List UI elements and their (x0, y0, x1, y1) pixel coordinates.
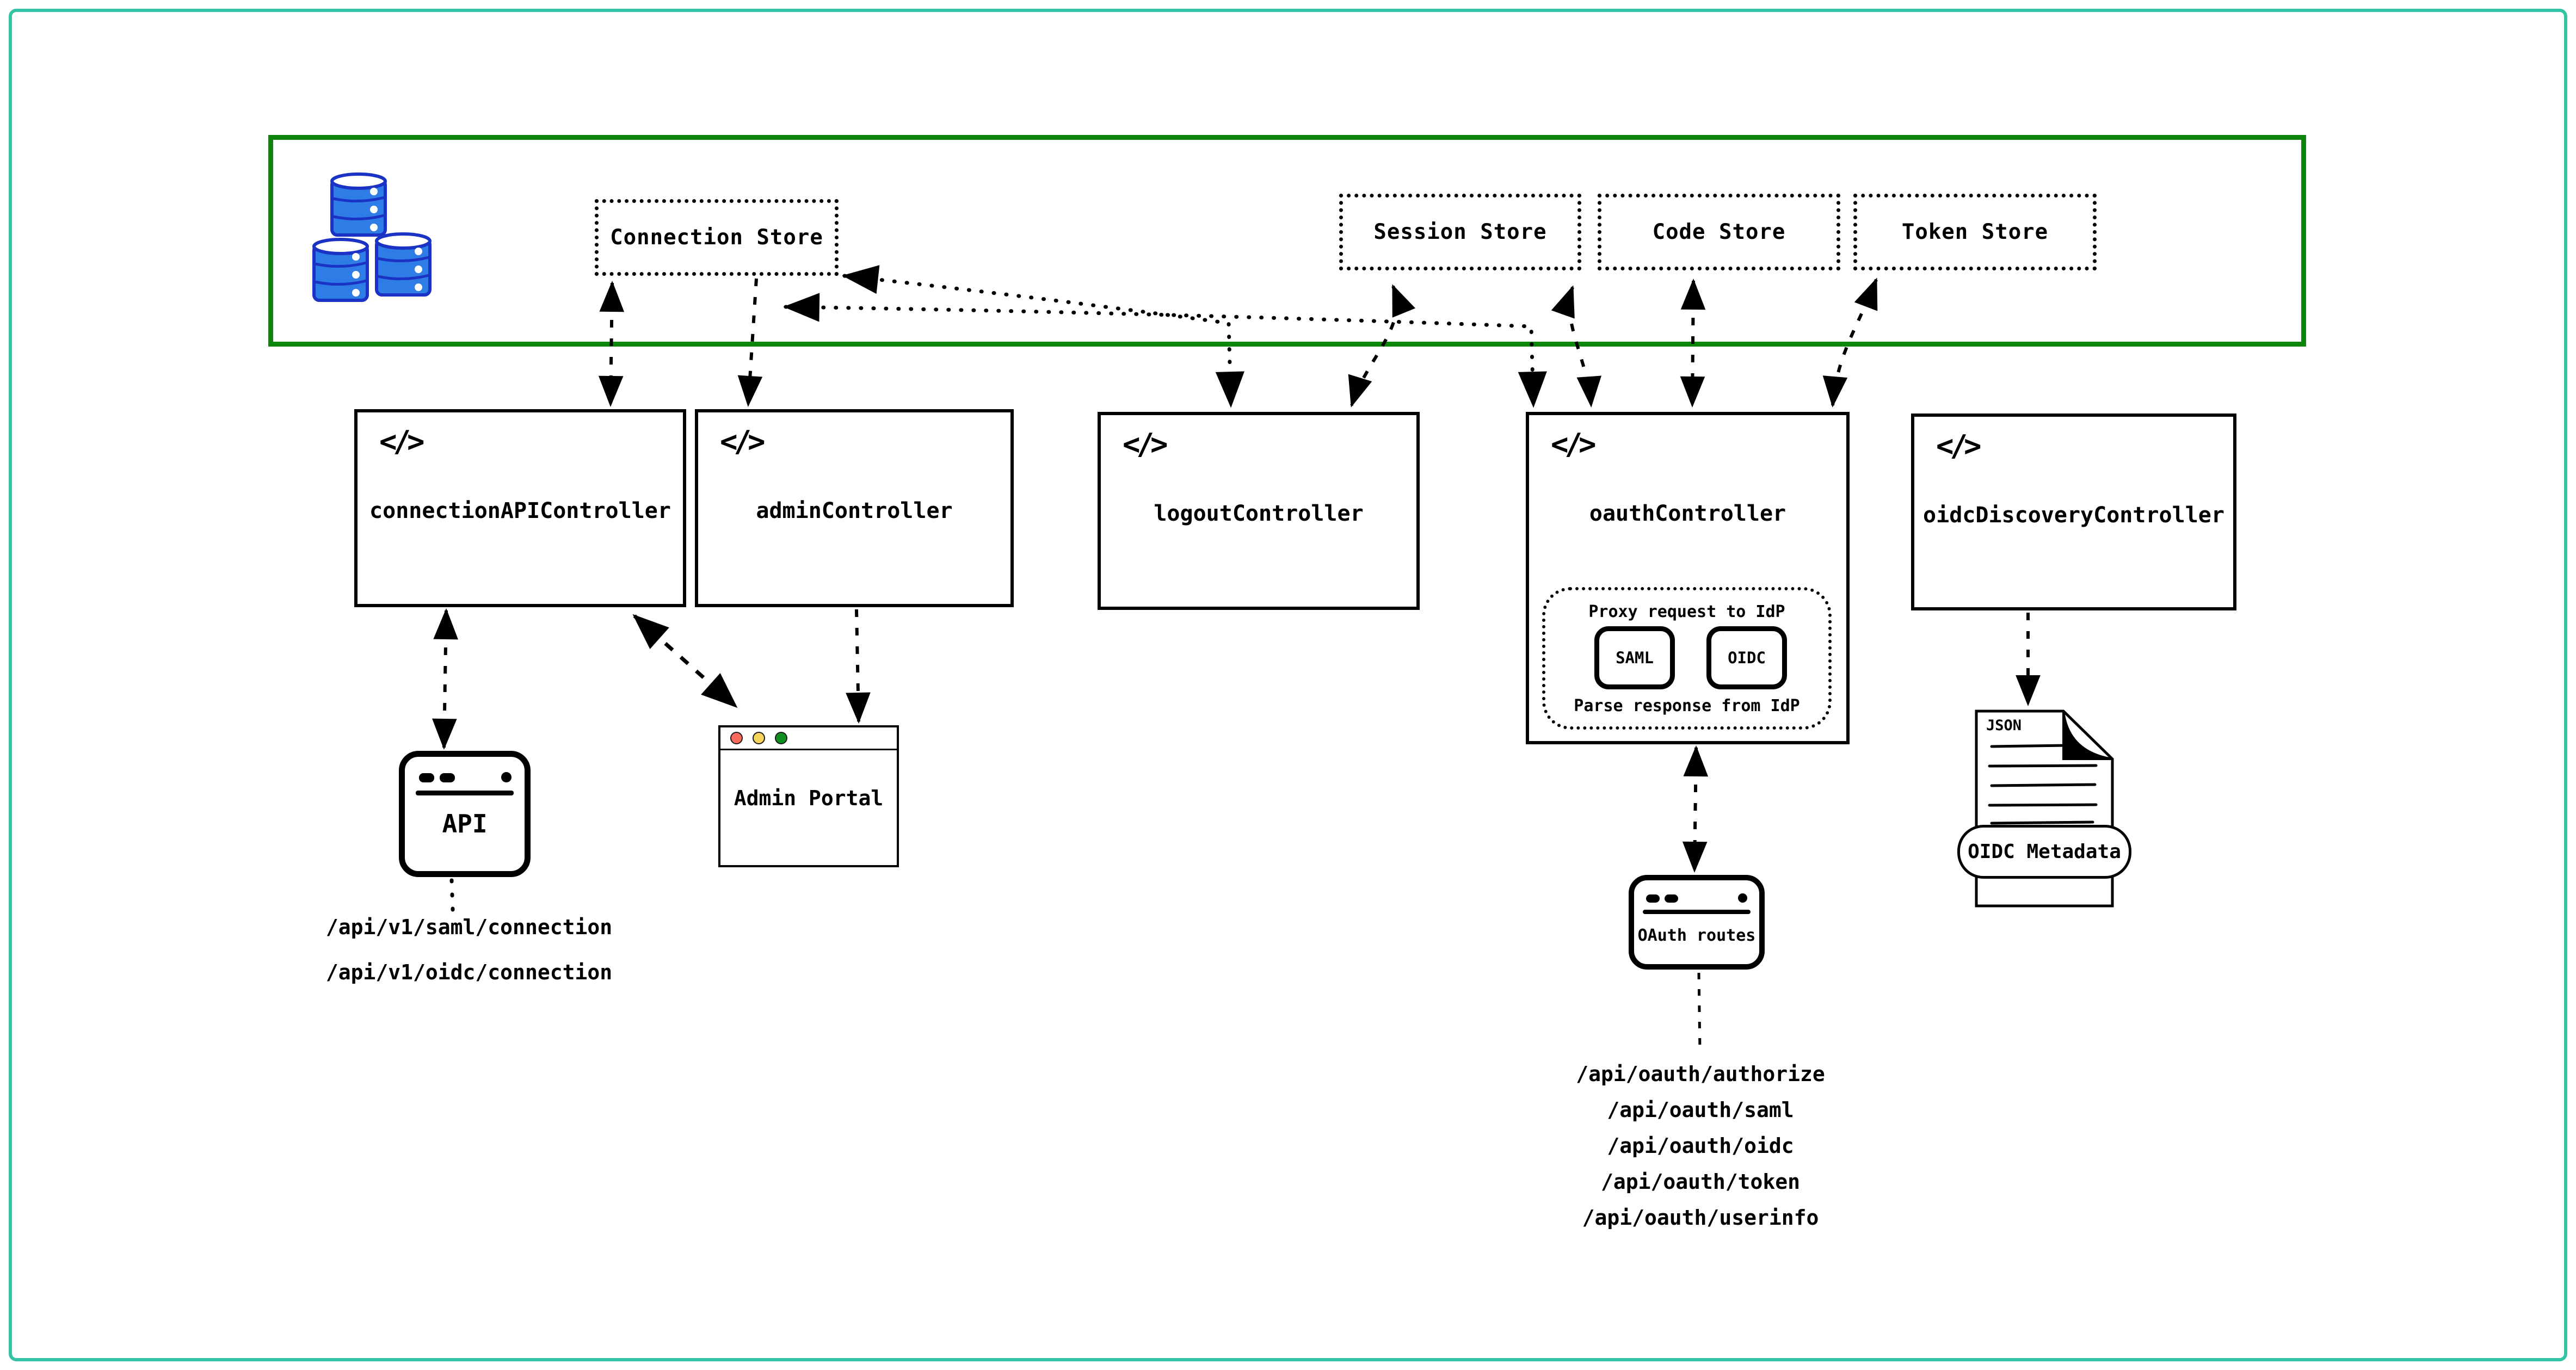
admin-portal-titlebar (720, 727, 897, 750)
token-store-label: Token Store (1901, 220, 2049, 244)
oidc-metadata-banner: OIDC Metadata (1957, 825, 2131, 879)
admin-controller-box: </> adminController (695, 409, 1014, 607)
connection-api-controller-box: </> connectionAPIController (354, 409, 686, 607)
route-item: /api/oauth/userinfo (1582, 1206, 1819, 1230)
oidc-metadata-label: OIDC Metadata (1968, 841, 2121, 863)
json-file-type-label: JSON (1986, 717, 2022, 734)
oidc-label: OIDC (1728, 649, 1766, 667)
idp-proxy-box: Proxy request to IdP SAML OIDC Parse res… (1542, 587, 1832, 730)
code-store-label: Code Store (1652, 220, 1786, 244)
route-item: /api/oauth/saml (1607, 1098, 1794, 1122)
code-icon: </> (1936, 429, 1982, 463)
session-store-label: Session Store (1373, 220, 1547, 244)
route-item: /api/v1/saml/connection (325, 915, 613, 939)
api-window-widget: API (399, 751, 531, 877)
window-pill-icon (1646, 894, 1660, 903)
close-dot-icon (730, 732, 743, 744)
saml-label: SAML (1616, 649, 1654, 667)
connection-store-label: Connection Store (610, 225, 823, 250)
admin-portal-label: Admin Portal (734, 786, 884, 810)
parse-response-label: Parse response from IdP (1574, 696, 1800, 715)
oauth-routes-widget-label: OAuth routes (1637, 926, 1756, 945)
route-item: /api/v1/oidc/connection (325, 960, 613, 984)
oauth-controller-label: oauthController (1589, 501, 1786, 526)
route-item: /api/oauth/authorize (1576, 1062, 1825, 1086)
logout-controller-box: </> logoutController (1098, 412, 1420, 610)
oidc-protocol-box: OIDC (1706, 626, 1787, 689)
oauth-routes-widget: OAuth routes (1629, 875, 1765, 970)
window-pill-icon (440, 773, 455, 782)
window-pill-icon (419, 773, 434, 782)
window-dot-icon (1738, 893, 1747, 903)
route-item: /api/oauth/token (1600, 1170, 1801, 1194)
window-titlebar-line (416, 791, 514, 795)
api-widget-label: API (442, 809, 488, 838)
code-store-box: Code Store (1598, 194, 1840, 270)
maximize-dot-icon (775, 732, 787, 744)
window-titlebar-line (1643, 910, 1751, 914)
window-pill-icon (1665, 894, 1678, 903)
admin-controller-label: adminController (756, 498, 953, 523)
saml-protocol-box: SAML (1594, 626, 1675, 689)
oidc-discovery-controller-label: oidcDiscoveryController (1923, 503, 2224, 528)
code-icon: </> (379, 424, 425, 459)
token-store-box: Token Store (1853, 194, 2097, 270)
code-icon: </> (1551, 427, 1597, 461)
session-store-box: Session Store (1339, 194, 1581, 270)
admin-portal-window: Admin Portal (718, 725, 899, 867)
oauth-controller-box: </> oauthController Proxy request to IdP… (1526, 412, 1850, 744)
code-icon: </> (720, 424, 766, 459)
minimize-dot-icon (753, 732, 765, 744)
code-icon: </> (1123, 427, 1168, 461)
route-item: /api/oauth/oidc (1607, 1134, 1794, 1158)
window-dot-icon (501, 772, 511, 782)
connection-store-box: Connection Store (595, 199, 839, 276)
logout-controller-label: logoutController (1154, 501, 1364, 526)
connection-api-controller-label: connectionAPIController (369, 498, 671, 523)
oidc-discovery-controller-box: </> oidcDiscoveryController (1911, 414, 2236, 610)
outer-frame (9, 9, 2567, 1361)
proxy-request-label: Proxy request to IdP (1588, 602, 1785, 621)
